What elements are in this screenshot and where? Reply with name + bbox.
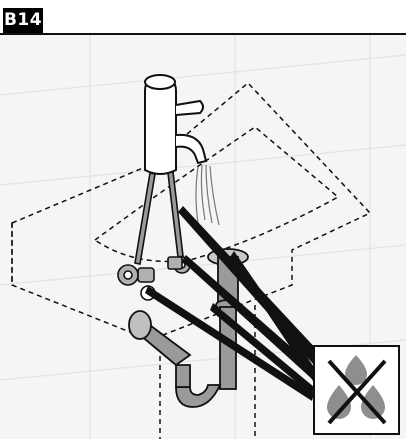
supply-hoses <box>134 171 184 265</box>
warning-box <box>313 345 400 435</box>
step-label: B14 <box>3 8 43 33</box>
no-water-drops-icon <box>327 355 387 425</box>
faucet <box>144 73 208 175</box>
callout-lines <box>145 206 320 401</box>
water-stream <box>195 164 220 226</box>
top-rule <box>0 33 406 35</box>
